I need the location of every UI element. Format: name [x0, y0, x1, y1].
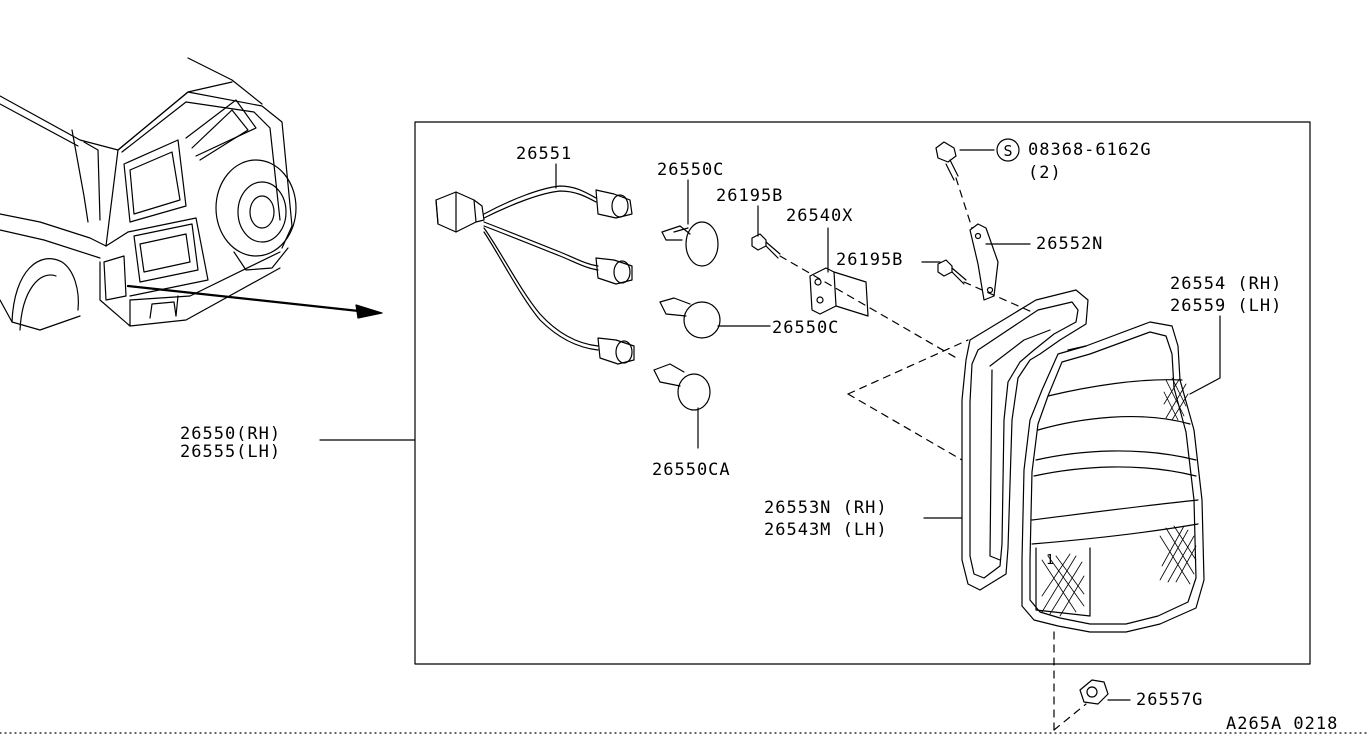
standard-part-marker	[996, 138, 1020, 162]
label-lens-mark: 1	[1046, 553, 1055, 568]
label-bracket-right: 26552N	[1036, 234, 1104, 254]
bracket-center	[809, 267, 869, 317]
bolt-left	[751, 233, 781, 259]
bracket-right	[969, 223, 999, 301]
label-clip: 26557G	[1136, 690, 1204, 710]
label-assy-rh: 26550(RH)	[180, 424, 282, 444]
bulb-middle	[659, 297, 721, 339]
label-bulb-bottom: 26550CA	[652, 460, 731, 480]
label-bulb-mid: 26550C	[772, 318, 840, 338]
label-screw-part: 08368-6162G	[1028, 140, 1152, 160]
label-bulb-top: 26550C	[657, 160, 725, 180]
figure-id: A265A 0218	[1226, 714, 1339, 734]
clip	[1079, 679, 1109, 705]
leader-lines	[319, 149, 1221, 701]
installation-lines	[779, 177, 1087, 731]
label-harness: 26551	[516, 144, 573, 164]
label-assy-lh: 26555(LH)	[180, 442, 282, 462]
gasket	[961, 289, 1089, 591]
location-arrow	[126, 284, 383, 319]
label-bolt-left: 26195B	[716, 186, 784, 206]
vehicle-rear-illustration	[0, 57, 297, 331]
label-lamp-rh: 26554 (RH)	[1170, 274, 1283, 294]
label-bolt-right: 26195B	[836, 250, 904, 270]
bulb-bottom	[653, 363, 711, 411]
screw-top	[935, 141, 959, 181]
tail-lamp	[1021, 321, 1205, 633]
standard-part-letter: S	[1003, 142, 1012, 160]
label-bracket: 26540X	[786, 206, 854, 226]
label-lamp-lh: 26559 (LH)	[1170, 296, 1283, 316]
label-gasket-lh: 26543M (LH)	[764, 520, 888, 540]
bulb-top	[661, 221, 719, 267]
label-gasket-rh: 26553N (RH)	[764, 498, 888, 518]
bolt-right	[937, 259, 967, 285]
assembly-frame	[414, 121, 1311, 665]
label-screw-qty: (2)	[1028, 163, 1062, 183]
wiring-harness	[435, 185, 635, 365]
